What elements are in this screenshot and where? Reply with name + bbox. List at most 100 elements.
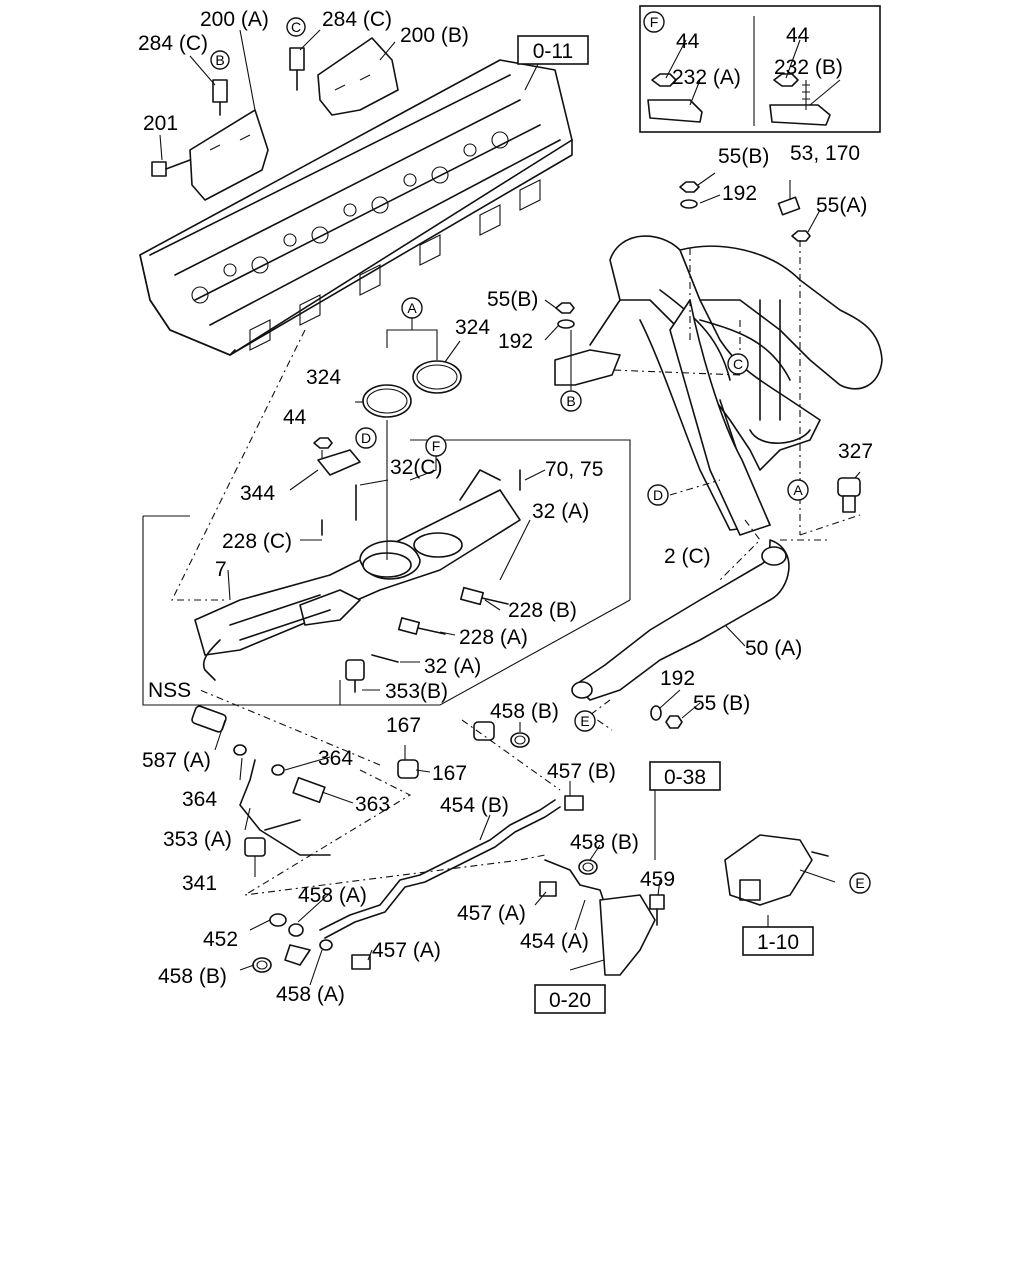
cylinder-head (139, 59, 573, 356)
label-353b: 353(B) (385, 680, 448, 703)
callout-c-2: C (727, 353, 749, 375)
svg-text:E: E (580, 713, 589, 729)
washer-192-mid (557, 319, 575, 329)
label-454a: 454 (A) (520, 930, 589, 953)
fitting-457a-mid (539, 881, 557, 897)
label-452: 452 (203, 928, 238, 951)
label-70-75: 70, 75 (545, 458, 603, 481)
callout-d-1: D (355, 427, 377, 449)
svg-text:0-20: 0-20 (549, 989, 591, 1012)
svg-text:A: A (793, 482, 803, 498)
label-201: 201 (143, 112, 178, 135)
label-44-2: 44 (676, 30, 700, 53)
label-44-1: 44 (283, 406, 307, 429)
reference-lines (171, 240, 861, 896)
callout-b-2: B (560, 390, 582, 412)
label-454b: 454 (B) (440, 794, 509, 817)
label-2c: 2 (C) (664, 545, 711, 568)
label-55b-2: 55(B) (487, 288, 538, 311)
fitting-457b (564, 795, 584, 811)
washer-192-top (680, 199, 698, 209)
sensor-353b (345, 659, 365, 693)
tube-454b (319, 799, 556, 931)
callout-c-top: C (286, 17, 306, 37)
label-458a-2: 458 (A) (276, 983, 345, 1006)
plug-167-b (473, 721, 495, 741)
oring-324-left (362, 384, 412, 418)
label-32a-2: 32 (A) (424, 655, 481, 678)
bolt-53-170 (777, 196, 801, 216)
ref-box-0-38[interactable]: 0-38 (649, 761, 721, 791)
label-458b-1: 458 (B) (490, 700, 559, 723)
label-327: 327 (838, 440, 873, 463)
plug-327 (837, 477, 861, 513)
label-192-3: 192 (660, 667, 695, 690)
bracket-200a (189, 109, 269, 201)
label-55a: 55(A) (816, 194, 867, 217)
washer-364a (233, 744, 247, 756)
callout-a-2: A (787, 479, 809, 501)
egr-assembly (194, 469, 521, 681)
part-labels: 200 (A) 284 (C) 284 (C) 200 (B) 201 55(B… (138, 8, 873, 1006)
label-364-2: 364 (182, 788, 217, 811)
ref-box-1-10[interactable]: 1-10 (742, 926, 814, 956)
label-44-3: 44 (786, 24, 810, 47)
plug-167-a (397, 759, 419, 779)
svg-text:A: A (407, 300, 417, 316)
label-nss: NSS (148, 679, 191, 702)
label-457b: 457 (B) (547, 760, 616, 783)
bolt-459 (649, 894, 665, 926)
label-459: 459 (640, 868, 675, 891)
bracket-232a (647, 99, 703, 123)
clamp-458b-low (252, 957, 272, 973)
label-324-1: 324 (306, 366, 341, 389)
label-32c: 32(C) (390, 456, 443, 479)
label-587a: 587 (A) (142, 749, 211, 772)
callout-d-2: D (647, 484, 669, 506)
label-192-2: 192 (498, 330, 533, 353)
bolt-201 (151, 159, 191, 177)
bracket-200b (317, 37, 399, 116)
label-458a-1: 458 (A) (298, 884, 367, 907)
svg-text:F: F (432, 438, 441, 454)
label-284c-2: 284 (C) (322, 8, 392, 31)
bracket-232b (769, 104, 831, 126)
svg-text:1-10: 1-10 (757, 931, 799, 954)
label-167-2: 167 (432, 762, 467, 785)
nut-55a (791, 230, 811, 242)
svg-text:C: C (733, 356, 743, 372)
label-55b-1: 55(B) (718, 145, 769, 168)
clamp-458a-low (319, 939, 333, 951)
washer-452 (269, 913, 287, 927)
washer-192-low (650, 705, 662, 721)
nut-55b-low (665, 715, 683, 729)
label-200b: 200 (B) (400, 24, 469, 47)
bolt-284c-right (289, 47, 305, 91)
stud-32a-low (371, 654, 399, 663)
nut-44-assembly (313, 437, 333, 449)
svg-text:D: D (361, 430, 371, 446)
label-32a-1: 32 (A) (532, 500, 589, 523)
label-324-2: 324 (455, 316, 490, 339)
label-284c-1: 284 (C) (138, 32, 208, 55)
label-7: 7 (215, 558, 227, 581)
svg-text:0-38: 0-38 (664, 766, 706, 789)
label-55b-3: 55 (B) (693, 692, 750, 715)
label-457a-2: 457 (A) (372, 939, 441, 962)
label-364-1: 364 (318, 747, 353, 770)
clamp-458b-mid (578, 859, 598, 875)
ref-box-0-11[interactable]: 0-11 (517, 35, 589, 65)
svg-text:C: C (291, 19, 301, 35)
bolt-284c-left (212, 79, 228, 116)
nut-55b-top (679, 181, 700, 193)
svg-text:B: B (215, 52, 224, 68)
ref-box-0-20[interactable]: 0-20 (534, 984, 606, 1014)
callout-a-1: A (401, 297, 423, 319)
label-341: 341 (182, 872, 217, 895)
nut-55b-mid (555, 302, 575, 314)
label-232b: 232 (B) (774, 56, 843, 79)
bracket-020 (599, 894, 656, 976)
tube-454a (544, 859, 606, 906)
washer-364b (271, 764, 285, 776)
